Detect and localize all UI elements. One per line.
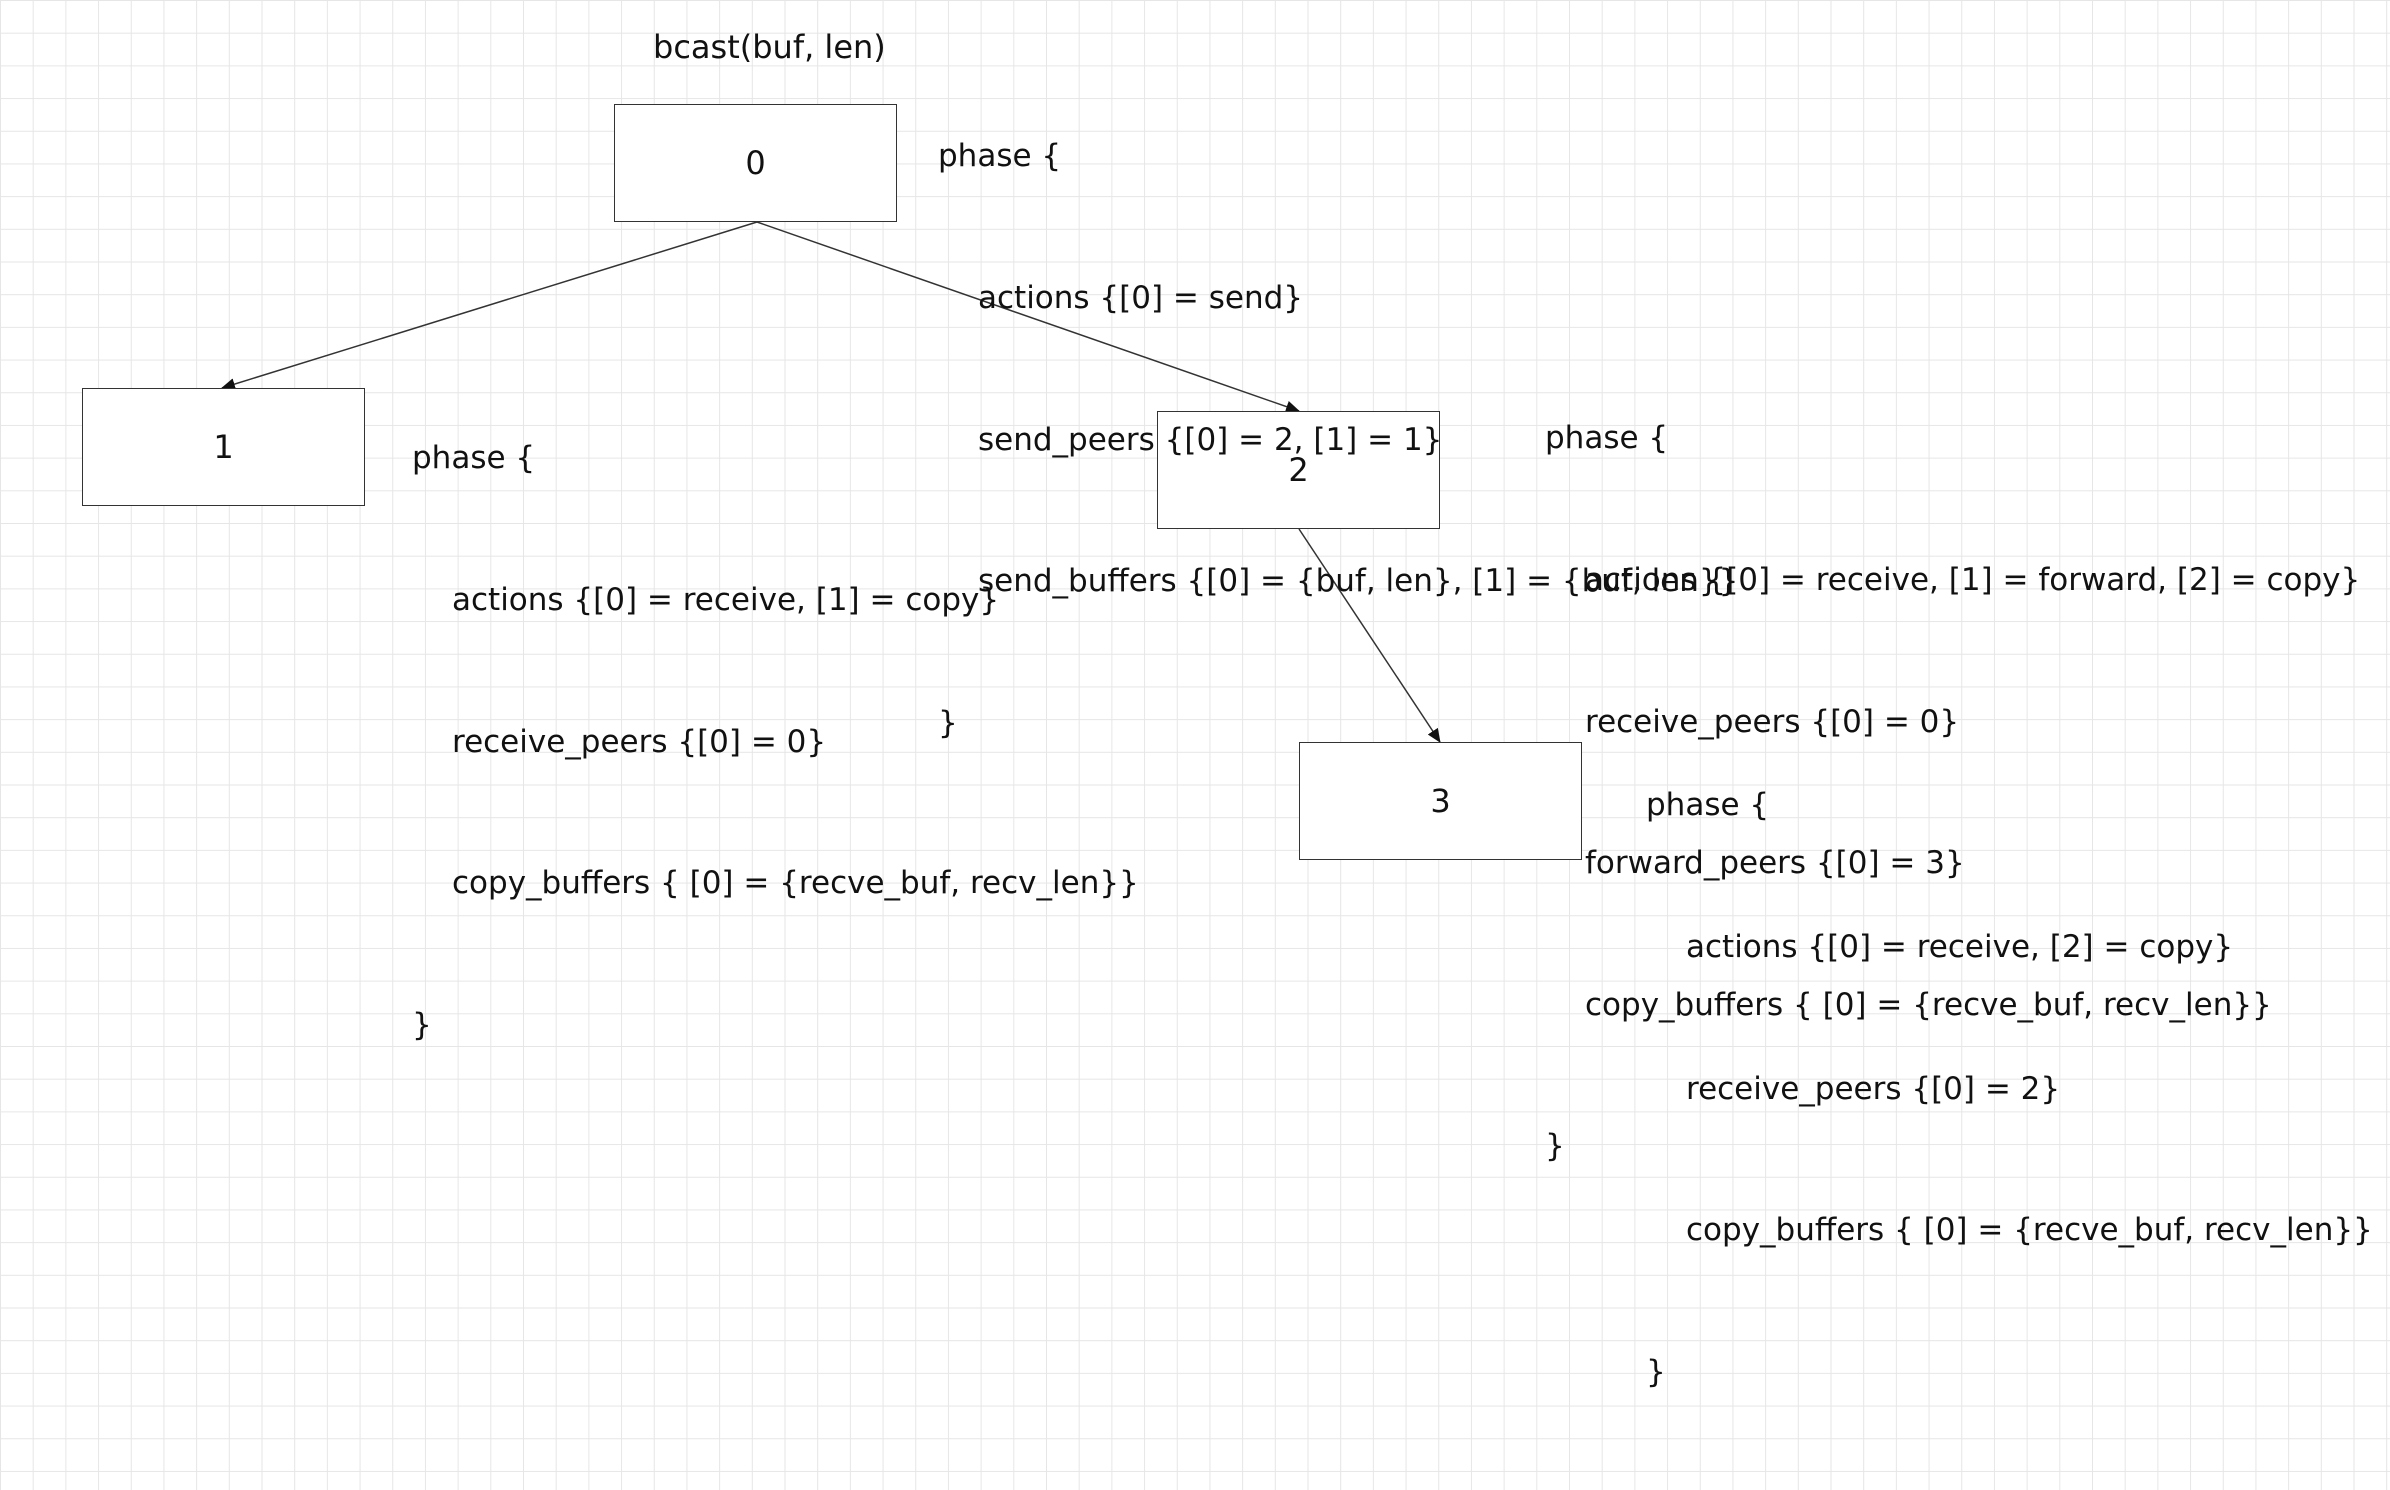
node-0: 0 [614,104,897,222]
node-1: 1 [82,388,365,506]
phase-open: phase { [938,138,1062,175]
phase-open: phase { [412,440,536,477]
phase-line: receive_peers {[0] = 0} [1585,703,1960,740]
phase-block-node-0: phase { actions {[0] = send} send_peers … [938,39,1738,841]
phase-line: receive_peers {[0] = 2} [1686,1070,2061,1107]
phase-line: copy_buffers { [0] = {recve_buf, recv_le… [1686,1212,2373,1249]
phase-close: } [1646,1353,1666,1390]
phase-block-node-3: phase { actions {[0] = receive, [2] = co… [1646,688,2373,1490]
phase-close: } [938,704,958,741]
phase-line: receive_peers {[0] = 0} [452,723,827,760]
node-3: 3 [1299,742,1582,860]
bcast-call-label: bcast(buf, len) [653,28,886,66]
phase-line: actions {[0] = receive, [1] = copy} [452,582,1000,618]
phase-block-node-1: phase { actions {[0] = receive, [1] = co… [412,341,1139,1143]
diagram-canvas: bcast(buf, len) 0 1 2 3 phase { actions … [82,28,2373,1390]
phase-line: send_buffers {[0] = {buf, len}, [1] = {b… [978,563,1739,600]
phase-line: actions {[0] = receive, [1] = forward, [… [1585,562,2361,598]
node-2: 2 [1157,411,1440,529]
phase-line: send_peers {[0] = 2, [1] = 1} [978,421,1443,458]
phase-line: forward_peers {[0] = 3} [1585,845,1965,882]
phase-open: phase { [1545,420,1669,457]
phase-line: copy_buffers { [0] = {recve_buf, recv_le… [452,865,1139,902]
phase-line: actions {[0] = send} [978,280,1304,316]
phase-line: actions {[0] = receive, [2] = copy} [1686,929,2234,965]
phase-close: } [412,1006,432,1043]
phase-open: phase { [1646,787,1770,824]
